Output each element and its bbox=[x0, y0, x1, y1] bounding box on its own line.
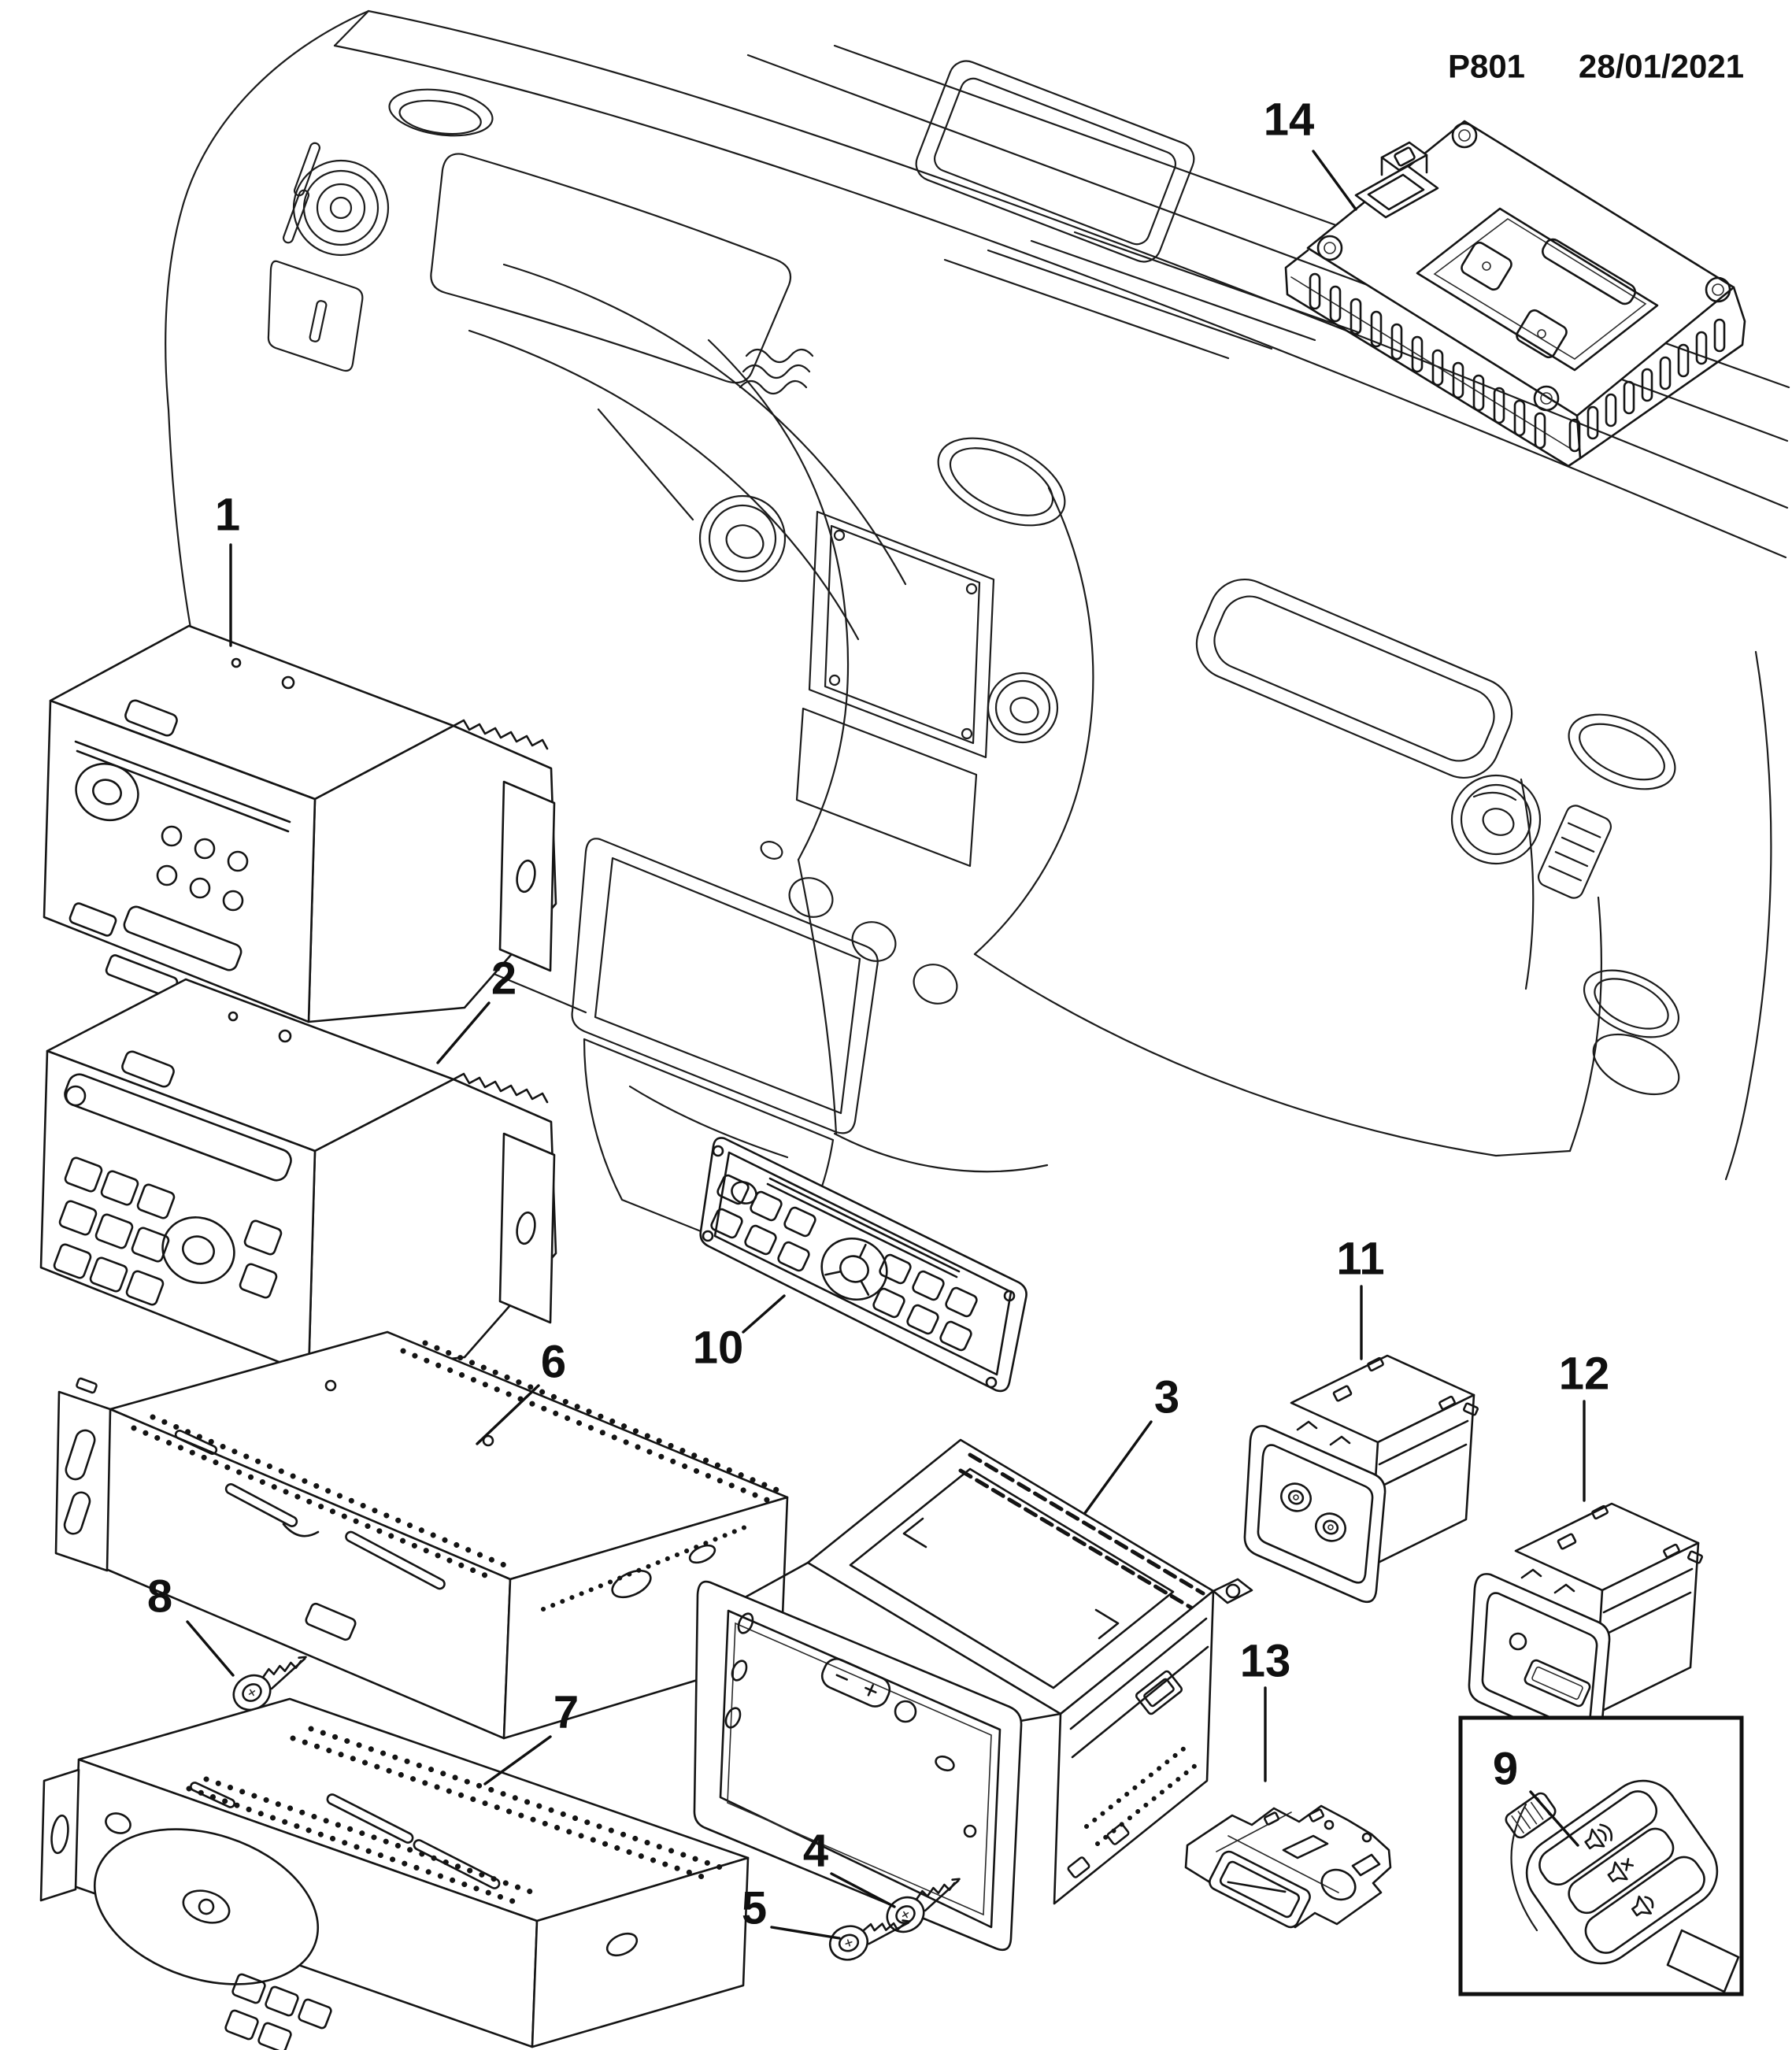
tuning-knob bbox=[161, 1216, 235, 1284]
dashboard-illustration bbox=[165, 9, 1790, 1261]
part-3-display-unit bbox=[693, 1438, 1253, 1952]
card-slot bbox=[1209, 1850, 1311, 1929]
callout-6: 6 bbox=[541, 1337, 566, 1388]
connector-teeth bbox=[452, 719, 549, 750]
callout-12: 12 bbox=[1559, 1349, 1610, 1400]
volume-up-button bbox=[1538, 1790, 1658, 1886]
part-11-aux-socket bbox=[1243, 1354, 1479, 1604]
part-6-mounting-chassis bbox=[54, 1330, 789, 1740]
part-7-cd-chassis bbox=[39, 1697, 750, 2050]
callout-5: 5 bbox=[742, 1883, 767, 1934]
speaker-down-icon bbox=[1631, 1895, 1654, 1917]
callout-9: 9 bbox=[1493, 1744, 1518, 1795]
speaker-mute-icon bbox=[1607, 1858, 1634, 1882]
fascia-center-ring bbox=[820, 1237, 888, 1301]
part-13-interface-bracket bbox=[1184, 1804, 1392, 1929]
heatsink-fins bbox=[1309, 272, 1726, 453]
speaker-up-icon bbox=[1584, 1823, 1613, 1850]
stalk-ribs bbox=[1505, 1792, 1557, 1839]
callouts: 1 2 3 4 5 6 7 8 9 10 11 12 13 14 bbox=[147, 94, 1609, 1934]
part-5-screw bbox=[828, 1919, 911, 1961]
aux-jack bbox=[1315, 1512, 1346, 1542]
diagram-header: P801 28/01/2021 bbox=[1448, 48, 1744, 85]
callout-7: 7 bbox=[554, 1687, 579, 1738]
volume-rocker bbox=[820, 1658, 891, 1708]
diagram-date: 28/01/2021 bbox=[1579, 48, 1744, 85]
callout-1: 1 bbox=[215, 490, 240, 541]
aux-jack bbox=[1280, 1482, 1312, 1512]
diagram-code: P801 bbox=[1448, 48, 1525, 85]
callout-2: 2 bbox=[491, 953, 516, 1005]
callout-13: 13 bbox=[1240, 1636, 1291, 1687]
mute-button bbox=[1568, 1827, 1675, 1915]
part-12-usb-socket bbox=[1468, 1502, 1704, 1752]
usb-port bbox=[1524, 1659, 1591, 1708]
part-10-fascia-panel bbox=[699, 1137, 1027, 1393]
part-1-radio-unit bbox=[43, 624, 557, 1023]
stalk-head bbox=[1525, 1779, 1719, 1965]
part-4-screw bbox=[886, 1878, 961, 1933]
part-14-amplifier-module bbox=[1284, 120, 1746, 468]
display-screen bbox=[719, 1609, 1002, 1929]
callout-14: 14 bbox=[1264, 94, 1315, 146]
part-9-column-audio-control bbox=[1458, 1715, 1744, 1996]
volume-down-button bbox=[1584, 1856, 1705, 1954]
part-2-radio-unit bbox=[39, 978, 557, 1375]
callout-11: 11 bbox=[1336, 1234, 1384, 1285]
callout-4: 4 bbox=[803, 1826, 828, 1877]
callout-10: 10 bbox=[693, 1323, 744, 1374]
callout-3: 3 bbox=[1154, 1372, 1179, 1423]
callout-8: 8 bbox=[147, 1571, 172, 1623]
cd-disc bbox=[93, 1828, 320, 1985]
leader-lines bbox=[186, 150, 1586, 1940]
